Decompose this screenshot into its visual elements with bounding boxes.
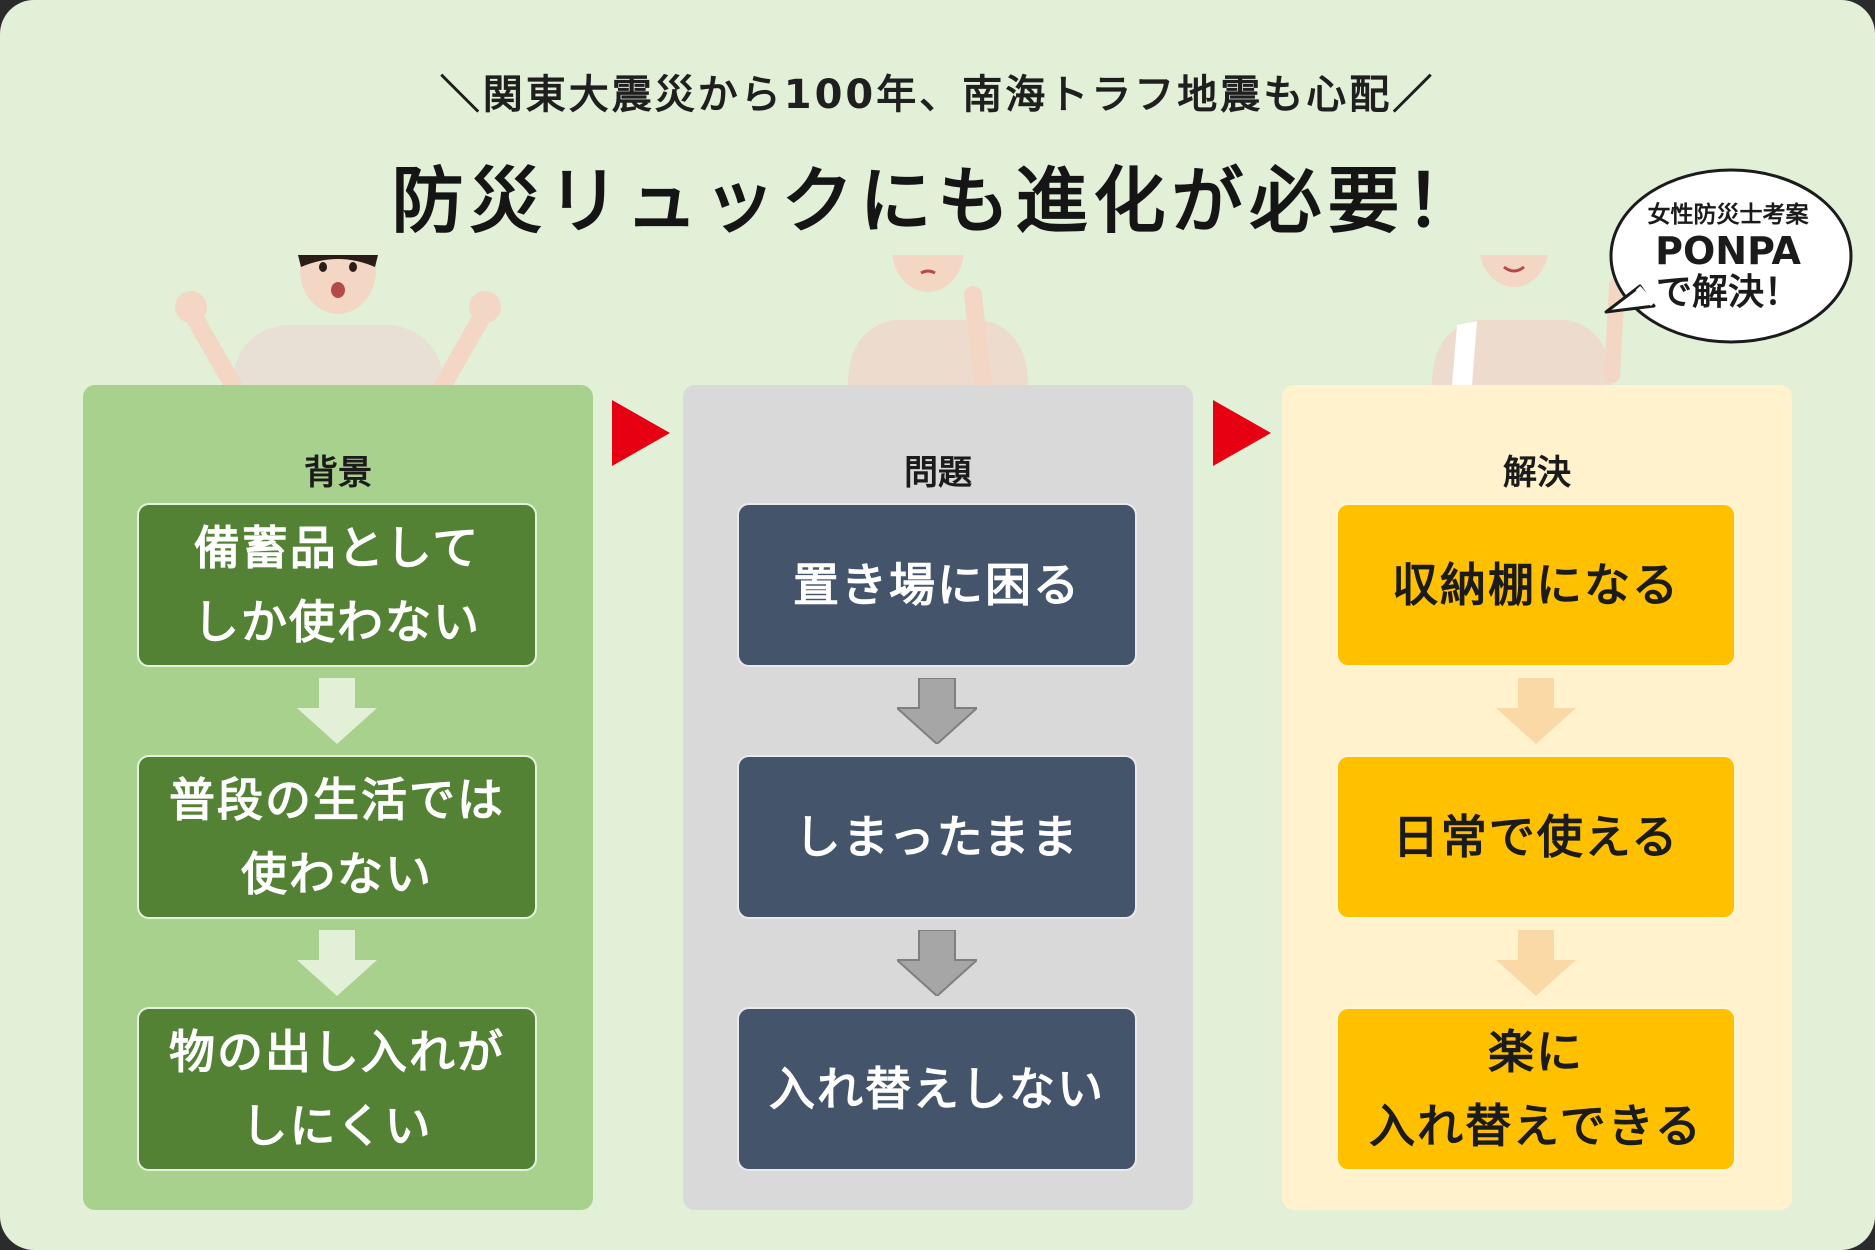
flow-box-access: 物の出し入れが しにくい — [137, 1007, 537, 1171]
flow-box-daily-life: 普段の生活では 使わない — [137, 755, 537, 919]
person-pointing-icon — [1282, 255, 1792, 385]
person-thinking-icon — [683, 255, 1193, 385]
flow-box-easy-replacement: 楽に 入れ替えできる — [1336, 1007, 1736, 1171]
flow-box-storage-shelf: 収納棚になる — [1336, 503, 1736, 667]
subtitle: ＼関東大震災から100年、南海トラフ地震も心配／ — [439, 72, 1436, 118]
down-arrow-icon — [1496, 930, 1576, 996]
column-solution: 解決 収納棚になる 日常で使える 楽に 入れ替えできる — [1282, 255, 1792, 1210]
bubble-line-designer: 女性防災士考案 — [1647, 202, 1809, 228]
right-triangle-arrow-icon — [612, 400, 670, 466]
person-surprised-icon — [83, 255, 593, 385]
flow-box-everyday-use: 日常で使える — [1336, 755, 1736, 919]
bubble-text: 女性防災士考案 PONPA で解決！ — [1598, 200, 1858, 314]
bubble-line-solve: で解決！ — [1655, 272, 1800, 313]
flow-box-stowed-away: しまったまま — [737, 755, 1137, 919]
column-label-solution: 解決 — [1503, 453, 1571, 493]
flow-box-storage-place: 置き場に困る — [737, 503, 1137, 667]
flow-box-stockpile: 備蓄品として しか使わない — [137, 503, 537, 667]
flow-box-no-replacement: 入れ替えしない — [737, 1007, 1137, 1171]
down-arrow-icon — [297, 930, 377, 996]
column-label-background: 背景 — [304, 453, 372, 493]
down-arrow-icon — [897, 678, 977, 744]
speech-bubble — [1604, 168, 1853, 344]
down-arrow-icon — [897, 930, 977, 996]
page-title: 防災リュックにも進化が必要！ — [391, 159, 1484, 243]
column-background: 背景 備蓄品として しか使わない 普段の生活では 使わない 物の出し入れが しに… — [83, 255, 593, 1210]
bubble-line-brand: PONPA — [1655, 229, 1801, 273]
column-problem: 問題 置き場に困る しまったまま 入れ替えしない — [683, 255, 1193, 1210]
down-arrow-icon — [297, 678, 377, 744]
down-arrow-icon — [1496, 678, 1576, 744]
column-label-problem: 問題 — [904, 453, 972, 493]
right-triangle-arrow-icon — [1213, 400, 1271, 466]
